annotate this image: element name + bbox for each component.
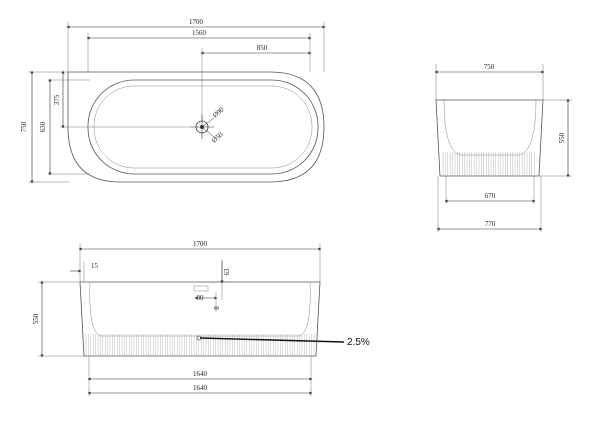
dim-label-drain-from-back: 375 — [53, 94, 61, 105]
dim-label-front-length: 1700 — [193, 240, 208, 248]
top-outer-outline — [67, 71, 325, 183]
front-ribs — [85, 334, 315, 356]
top-view: 1700 1560 850 750 630 375 — [20, 18, 326, 184]
dim-label-height-front: 550 — [32, 313, 40, 324]
dim-label-inner-length: 1560 — [192, 29, 207, 37]
end-view: 750 550 670 770 — [434, 63, 572, 232]
front-body-outline — [79, 281, 321, 357]
drain-icon — [190, 115, 215, 139]
label-overflow-diameter: Ø50 — [210, 130, 225, 144]
dim-label-overflow-width: 80 — [197, 294, 205, 302]
dim-label-overall-width: 750 — [20, 121, 28, 132]
dim-label-rim-offset: 15 — [91, 262, 99, 270]
dim-label-overflow-gap: 8 — [213, 306, 221, 310]
dim-label-base-length-lower: 1640 — [193, 384, 208, 392]
dim-label-base-length-upper: 1640 — [193, 370, 208, 378]
dim-label-top-width: 750 — [484, 63, 495, 71]
overflow-outlet — [193, 285, 209, 292]
dim-label-base-outer-width: 770 — [485, 220, 496, 228]
slope-label: 2.5% — [347, 337, 370, 348]
label-waste-diameter: Ø90 — [211, 105, 226, 119]
end-ribs — [442, 152, 535, 176]
dim-label-overall-length: 1700 — [189, 18, 204, 26]
front-view: 1700 15 63 80 8 550 1640 1640 — [32, 240, 370, 396]
dim-label-height-end: 550 — [558, 132, 566, 143]
dim-label-overflow-height: 63 — [223, 268, 231, 276]
slope-leader-line — [199, 337, 345, 343]
dim-label-base-inner-width: 670 — [485, 192, 496, 200]
dim-label-inner-width: 630 — [39, 121, 47, 132]
dim-label-drain-offset: 850 — [257, 44, 268, 52]
